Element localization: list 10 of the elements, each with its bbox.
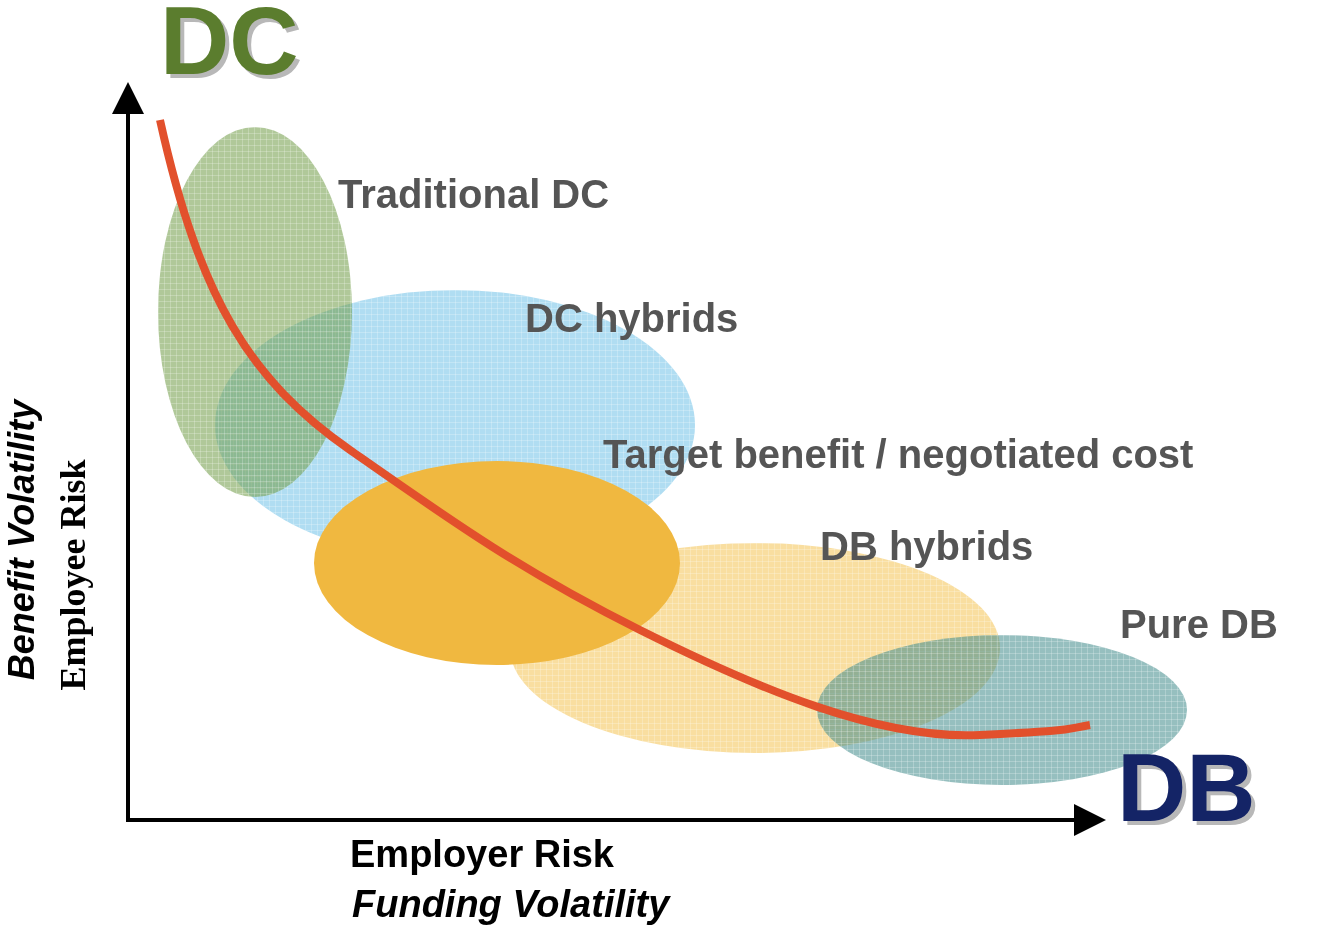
region-label: Traditional DC bbox=[338, 172, 610, 217]
axis-title: Funding Volatility bbox=[352, 884, 670, 926]
big-heading: DC bbox=[160, 0, 299, 94]
region-label: Target benefit / negotiated cost bbox=[603, 432, 1194, 477]
axis-title: Employer Risk bbox=[350, 834, 614, 876]
region-label: DC hybrids bbox=[525, 296, 739, 341]
axis-title: Benefit Volatility bbox=[2, 399, 42, 681]
big-heading: DB bbox=[1117, 735, 1256, 841]
region-label: Pure DB bbox=[1120, 602, 1278, 647]
axis-title: Employee Risk bbox=[54, 459, 94, 691]
